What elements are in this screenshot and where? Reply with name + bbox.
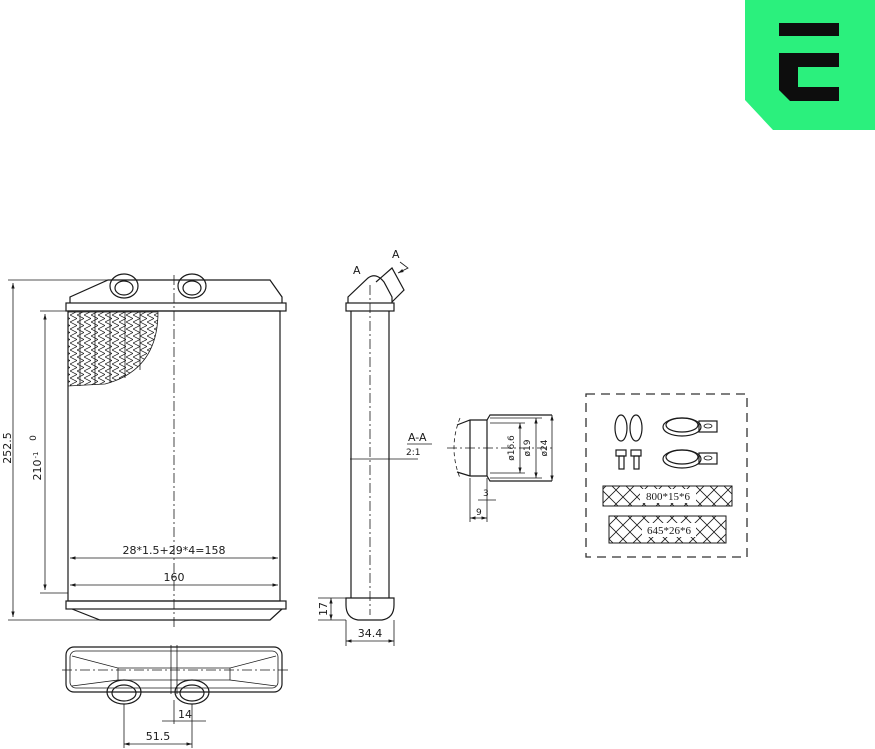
dim-pipe-offset: 14 — [178, 708, 192, 721]
side-view: A A A-A 2:1 17 34.4 — [317, 248, 432, 646]
dim-tank-height: 17 — [317, 602, 330, 616]
dim-core-width: 160 — [164, 571, 185, 584]
foam-strip-2: 645*26*6 — [608, 515, 727, 544]
svg-text:645*26*6: 645*26*6 — [647, 525, 692, 537]
section-mark-left: A — [353, 264, 361, 277]
dim-inner-diameter: ø16.6 — [507, 435, 517, 461]
hose-clamp-icons — [662, 417, 718, 469]
dim-mid-diameter: ø19 — [523, 439, 533, 456]
front-view: 252.5 210-1 0 28*1.5+29*4=158 160 — [1, 273, 287, 630]
foam-strip-1: 800*15*6 — [602, 485, 733, 507]
accessory-kit: 800*15*6 645*26*6 — [585, 393, 748, 558]
dim-core-height-tol-upper: 0 — [29, 435, 39, 441]
dim-length: 9 — [476, 508, 482, 518]
dim-pipe-spacing: 51.5 — [146, 730, 171, 743]
bottom-view: 14 51.5 — [62, 645, 288, 748]
dim-depth: 34.4 — [358, 627, 383, 640]
dim-overall-height: 252.5 — [1, 432, 14, 464]
svg-text:800*15*6: 800*15*6 — [646, 491, 691, 503]
dim-lip: 3 — [483, 489, 489, 499]
section-mark-right: A — [392, 248, 400, 261]
dim-core-height: 210-1 — [31, 452, 44, 481]
section-label: A-A — [408, 431, 427, 444]
brand-logo — [745, 0, 875, 130]
section-scale: 2:1 — [406, 448, 420, 458]
section-detail: ø16.6 ø19 ø24 3 9 — [447, 414, 555, 522]
o-ring-icons — [614, 414, 643, 442]
dim-fin-formula: 28*1.5+29*4=158 — [123, 544, 226, 557]
bolt-icons — [615, 449, 642, 470]
dim-outer-diameter: ø24 — [540, 439, 550, 456]
